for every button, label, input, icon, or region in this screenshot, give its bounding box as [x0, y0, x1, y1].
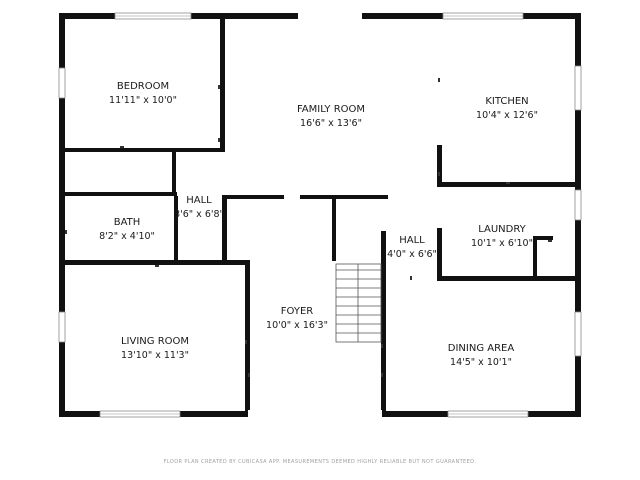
room-dining-area: DINING AREA 14'5" x 10'1": [448, 343, 515, 368]
room-living-room: LIVING ROOM 13'10" x 11'3": [121, 336, 189, 361]
room-name: FAMILY ROOM: [297, 104, 365, 115]
interior-walls: [59, 13, 581, 417]
room-bath: BATH 8'2" x 4'10": [99, 217, 155, 242]
room-dimensions: 10'4" x 12'6": [476, 110, 538, 121]
room-dimensions: 10'1" x 6'10": [471, 238, 533, 249]
room-dimensions: 16'6" x 13'6": [300, 118, 362, 129]
markers: [65, 78, 552, 377]
room-name: LAUNDRY: [478, 224, 526, 235]
stairs: [335, 263, 382, 343]
room-kitchen: KITCHEN 10'4" x 12'6": [476, 96, 538, 121]
room-dimensions: 8'2" x 4'10": [99, 231, 155, 242]
room-name: DINING AREA: [448, 343, 515, 354]
disclaimer-text: FLOOR PLAN CREATED BY CUBICASA APP. MEAS…: [163, 459, 477, 465]
room-dimensions: 14'5" x 10'1": [450, 357, 512, 368]
room-name: BEDROOM: [117, 81, 169, 92]
room-name: LIVING ROOM: [121, 336, 189, 347]
room-name: HALL: [399, 235, 425, 246]
room-dimensions: 10'0" x 16'3": [266, 320, 328, 331]
room-name: HALL: [186, 195, 212, 206]
room-hall-1: HALL 3'6" x 6'8": [174, 195, 224, 220]
room-foyer: FOYER 10'0" x 16'3": [266, 306, 328, 331]
room-laundry: LAUNDRY 10'1" x 6'10": [471, 224, 533, 249]
room-family-room: FAMILY ROOM 16'6" x 13'6": [297, 104, 365, 129]
windows: [58, 12, 582, 418]
room-dimensions: 11'11" x 10'0": [109, 95, 177, 106]
exterior-openings: [248, 12, 382, 418]
room-name: BATH: [114, 217, 141, 228]
room-bedroom: BEDROOM 11'11" x 10'0": [109, 81, 177, 106]
room-dimensions: 13'10" x 11'3": [121, 350, 189, 361]
room-dimensions: 3'6" x 6'8": [174, 209, 224, 220]
room-dimensions: 4'0" x 6'6": [387, 249, 437, 260]
room-name: FOYER: [281, 306, 314, 317]
room-hall-2: HALL 4'0" x 6'6": [387, 235, 437, 260]
room-name: KITCHEN: [485, 96, 528, 107]
